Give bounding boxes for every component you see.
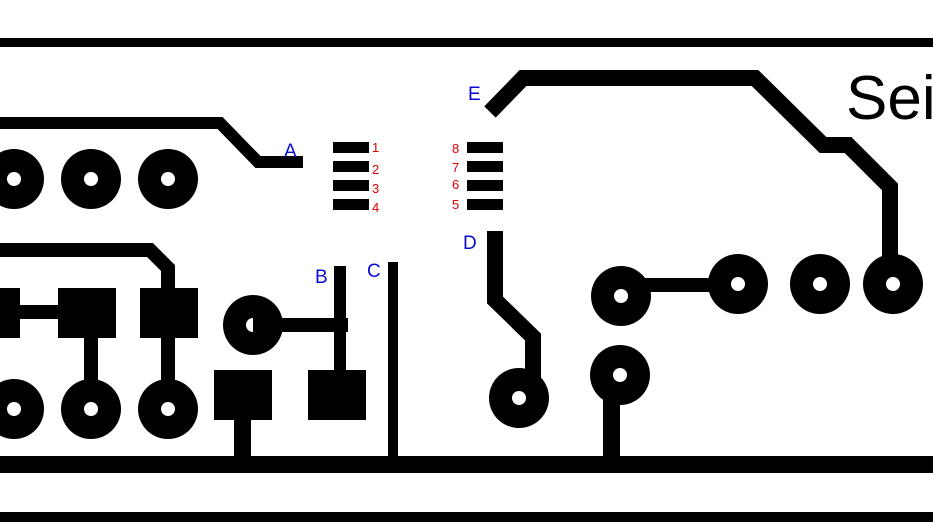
ic-pad-4 — [333, 199, 369, 210]
trace-e — [484, 70, 898, 284]
ic-pad-6 — [467, 180, 503, 191]
trace-b-horizontal — [253, 318, 348, 332]
ground-rail-trace — [0, 456, 933, 473]
ic-pad-7 — [467, 161, 503, 172]
pin-number-4: 4 — [372, 200, 379, 215]
pin-number-7: 7 — [452, 160, 459, 175]
pad-right-2-hole — [731, 277, 745, 291]
trace-down-2 — [161, 330, 175, 390]
pin-number-6: 6 — [452, 177, 459, 192]
pin-number-1: 1 — [372, 140, 379, 155]
trace-d — [487, 231, 541, 390]
ic-pad-5 — [467, 199, 503, 210]
ic-pad-3 — [333, 180, 369, 191]
pad-right-4-hole — [886, 277, 900, 291]
pad-top-1-hole — [7, 172, 21, 186]
pin-number-3: 3 — [372, 181, 379, 196]
pad-top-3-hole — [161, 172, 175, 186]
pad-right-3-hole — [813, 277, 827, 291]
trace-down-1 — [84, 330, 98, 390]
pad-bottom-1 — [0, 379, 44, 439]
board-text: Sei — [846, 64, 933, 133]
square-pad-2 — [58, 288, 116, 338]
ic-pad-8 — [467, 142, 503, 153]
square-pad-1 — [0, 288, 20, 338]
pin-number-5: 5 — [452, 197, 459, 212]
trace-mid-left — [0, 243, 175, 300]
trace-a — [0, 117, 303, 168]
net-label-b: B — [315, 267, 328, 288]
pad-bottom-2-hole — [84, 402, 98, 416]
trace-gnd-link — [234, 415, 251, 460]
net-label-d: D — [463, 233, 477, 254]
net-label-e: E — [468, 84, 481, 105]
top-rail-trace — [0, 38, 933, 47]
pad-bottom-1-hole — [7, 402, 21, 416]
trace-c — [388, 262, 398, 460]
bottom-rail-trace — [0, 512, 933, 522]
net-label-c: C — [367, 261, 381, 282]
pad-top-1 — [0, 149, 44, 209]
square-pad-b — [308, 370, 366, 420]
pad-bottom-3-hole — [161, 402, 175, 416]
pad-top-2-hole — [84, 172, 98, 186]
pad-lower-middle-hole — [613, 368, 627, 382]
pad-d-hole — [512, 391, 526, 405]
ic-pad-1 — [333, 142, 369, 153]
pin-number-8: 8 — [452, 141, 459, 156]
square-pad-gnd — [214, 370, 272, 420]
net-label-a: A — [284, 141, 297, 162]
pin-number-2: 2 — [372, 162, 379, 177]
ic-pad-2 — [333, 161, 369, 172]
square-pad-3 — [140, 288, 198, 338]
pad-right-1-hole — [614, 289, 628, 303]
trace-b-vertical — [334, 266, 346, 378]
